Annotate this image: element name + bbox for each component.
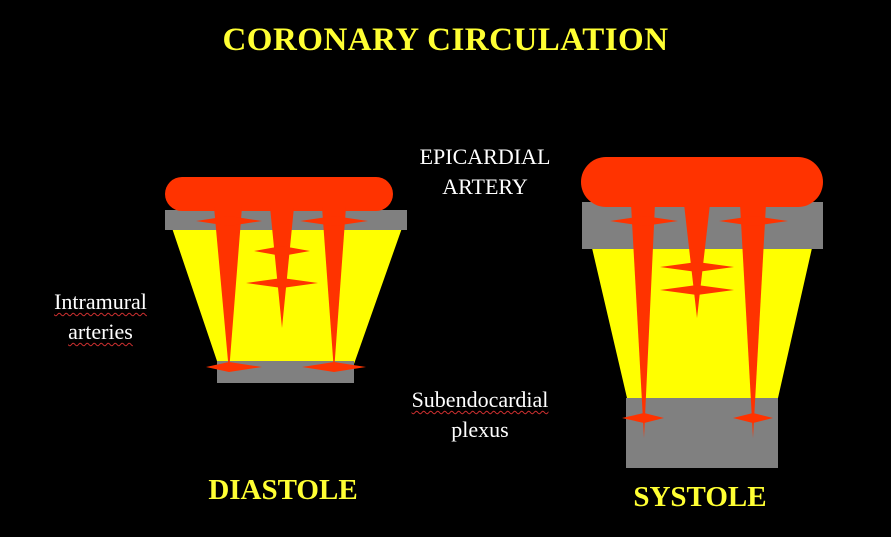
diastole-diagram [165, 177, 407, 383]
systole-label: SYSTOLE [633, 481, 767, 513]
systole-branch [660, 285, 734, 295]
epicardial-artery-label: EPICARDIAL ARTERY [395, 142, 575, 202]
diastole-branch [302, 362, 366, 372]
systole-artery-right [740, 204, 766, 438]
diastole-intramural-arteries [196, 207, 368, 372]
diastole-branch [300, 216, 368, 226]
intramural-label-line1: Intramural [54, 289, 147, 314]
systole-branch [622, 413, 664, 423]
systole-artery-middle [684, 204, 710, 318]
diastole-artery-middle [270, 207, 294, 328]
intramural-label-line2: arteries [68, 319, 133, 344]
systole-branch [719, 216, 788, 226]
diastole-artery-left [214, 207, 242, 372]
subendo-label-line1: Subendocardial [411, 387, 549, 412]
systole-artery-left [631, 204, 655, 438]
intramural-arteries-label: Intramural arteries [28, 287, 173, 347]
epicardial-label-line2: ARTERY [442, 174, 528, 199]
systole-branch [733, 413, 773, 423]
diastole-branch [196, 216, 262, 226]
systole-intramural-arteries [610, 204, 788, 438]
subendo-label-line2: plexus [451, 417, 509, 442]
diastole-branch [246, 278, 318, 288]
diastole-epicardial-artery [165, 177, 393, 211]
diastole-branch [206, 362, 262, 372]
systole-branch [660, 262, 734, 272]
systole-subendocardial-band [626, 398, 778, 468]
systole-diagram [581, 157, 823, 468]
slide-title: CORONARY CIRCULATION [222, 22, 669, 58]
diastole-branch [254, 246, 310, 256]
systole-epicardial-artery [581, 157, 823, 207]
diastole-label: DIASTOLE [208, 474, 358, 506]
diastole-artery-right [322, 207, 346, 372]
subendocardial-plexus-label: Subendocardial plexus [385, 385, 575, 445]
systole-branch [610, 216, 678, 226]
epicardial-label-line1: EPICARDIAL [419, 144, 551, 169]
